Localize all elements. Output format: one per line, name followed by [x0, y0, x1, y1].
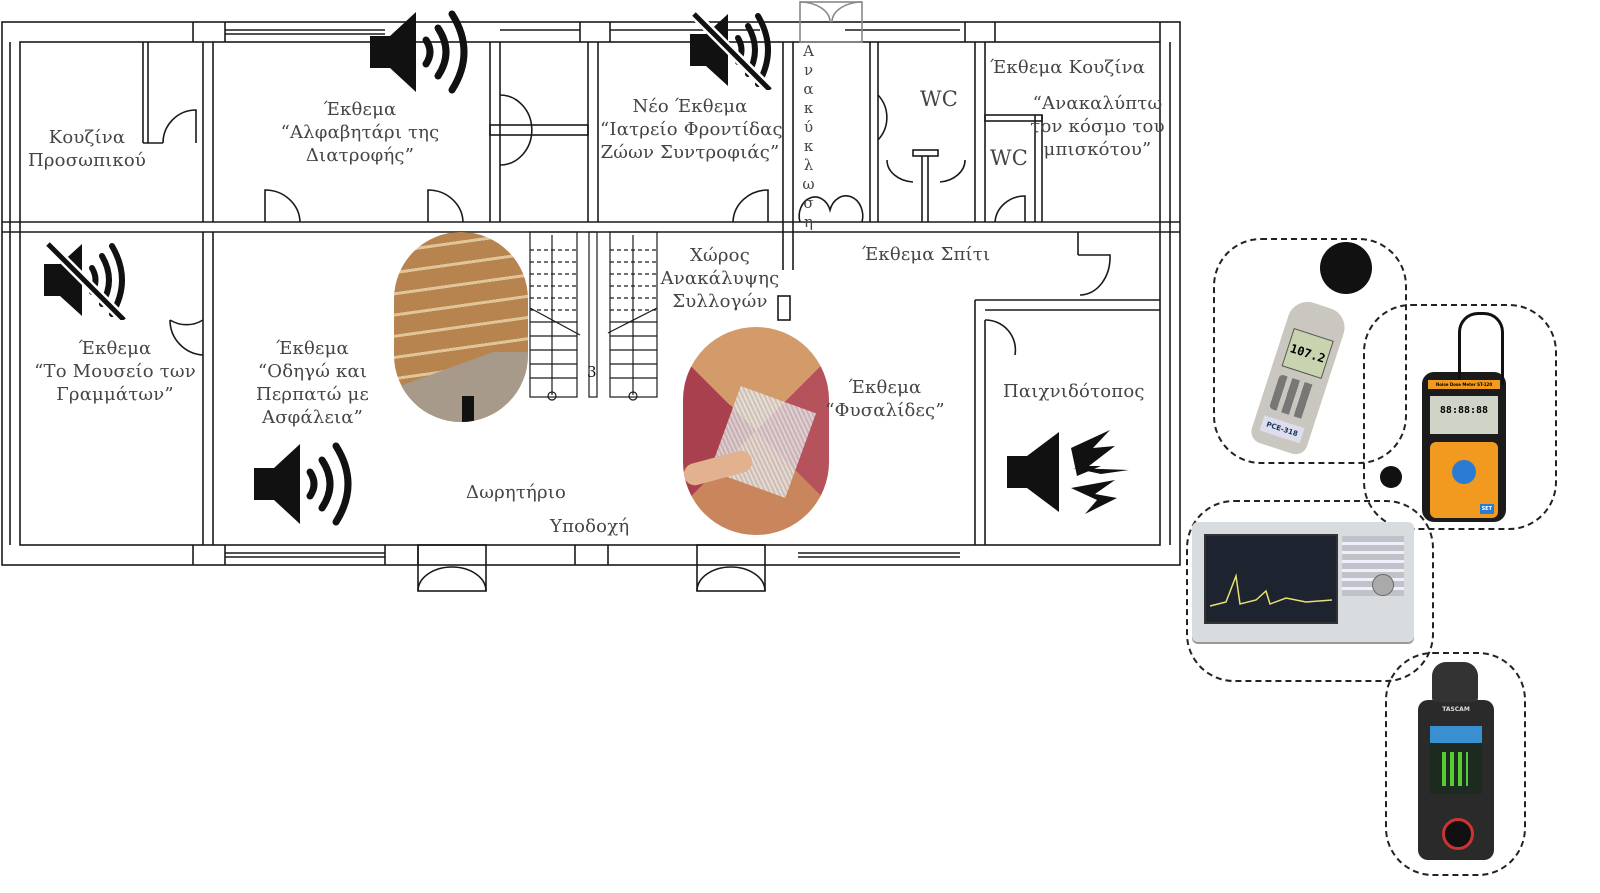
room-label-kitchen-exhibit: Έκθεμα Κουζίνα — [990, 57, 1146, 78]
room-label-gift-shop: Δωρητήριο — [466, 482, 567, 503]
room-label-wc: WC — [990, 146, 1029, 170]
room-label-bubbles: Έκθεμα “Φυσαλίδες” — [825, 376, 945, 422]
label-line: Έκθεμα — [848, 377, 922, 398]
label-line: Χώρος — [690, 245, 750, 266]
speaker-loud-icon — [254, 442, 352, 526]
label-line: “Ανακαλύπτω — [1032, 93, 1163, 114]
analyzer-knob — [1372, 574, 1394, 596]
cork-wall-photo — [394, 232, 528, 422]
room-label-road-safety: Έκθεμα “Οδηγώ και Περπατώ με Ασφάλεια” — [240, 337, 385, 429]
label-line: Διατροφής” — [305, 145, 415, 166]
label-line: Γραμμάτων” — [56, 384, 174, 405]
label-line: “Φυσαλίδες” — [825, 400, 945, 421]
label-line: τον κόσμο του — [1030, 116, 1165, 137]
room-label-playroom: Παιχνιδότοπος — [1003, 381, 1145, 402]
recorder-screen — [1430, 726, 1482, 794]
microphone-windscreen — [1320, 242, 1372, 294]
room-label-staff-kitchen: Κουζίνα Προσωπικού — [26, 126, 148, 172]
stair-mark: 3 — [587, 363, 597, 381]
spectrum-trace — [1209, 573, 1333, 607]
room-label-recycling: Ανακύκλωση — [799, 42, 818, 232]
speaker-muted-icon — [44, 240, 128, 320]
label-line: Συλλογών — [672, 291, 768, 312]
dose-meter-set: SET — [1479, 504, 1494, 514]
room-label-collections: Χώρος Ανακάλυψης Συλλογών — [655, 244, 785, 313]
analyzer-screen — [1204, 534, 1338, 624]
speaker-noise-icon — [1007, 430, 1129, 514]
recorder-mics — [1432, 662, 1478, 702]
spectrum-analyzer — [1192, 522, 1414, 642]
label-line: Κουζίνα — [48, 127, 126, 148]
room-label-alphabet: Έκθεμα “Αλφαβητάρι της Διατροφής” — [270, 98, 450, 167]
label-line: Έκθεμα — [276, 338, 349, 359]
label-line: Ζώων Συντροφιάς” — [600, 142, 780, 163]
acoustic-tile-photo — [683, 327, 829, 535]
label-line: “Ιατρείο Φροντίδας — [600, 119, 783, 140]
label-line: Έκθεμα — [78, 338, 152, 359]
dose-meter-cable — [1458, 312, 1504, 385]
device-frame-dose-meter — [1363, 304, 1557, 530]
label-line: Νέο Έκθεμα — [632, 96, 748, 117]
label-recycling-text: Ανακύκλωση — [799, 42, 818, 232]
room-label-wc: WC — [920, 87, 959, 111]
label-line: Προσωπικού — [28, 150, 146, 171]
meter-model: PCE-318 — [1259, 415, 1305, 444]
device-frame-spectrum-analyzer — [1186, 500, 1434, 682]
label-line: Έκθεμα — [323, 99, 397, 120]
room-label-reception: Υποδοχή — [550, 516, 630, 537]
noise-dose-meter: Noise Dose Meter ST-120 88:88:88 SET — [1422, 312, 1506, 522]
label-line: Ασφάλεια” — [262, 407, 363, 428]
lavalier-microphone — [1380, 466, 1402, 488]
room-label-vet: Νέο Έκθεμα “Ιατρείο Φροντίδας Ζώων Συντρ… — [600, 95, 783, 164]
label-line: “Το Μουσείο των — [34, 361, 196, 382]
dose-meter-keypad: SET — [1430, 442, 1498, 518]
label-line: “Αλφαβητάρι της — [280, 122, 440, 143]
label-line: “Οδηγώ και — [257, 361, 368, 382]
device-frame-recorder — [1385, 652, 1526, 876]
room-label-biscuit: “Ανακαλύπτω τον κόσμο του μπισκότου” — [1030, 92, 1165, 161]
label-line: Περπατώ με — [256, 384, 369, 405]
room-label-home: Έκθεμα Σπίτι — [862, 244, 991, 265]
label-line: Ανακάλυψης — [660, 268, 780, 289]
recorder-brand: TASCAM — [1442, 706, 1470, 713]
dose-meter-title: Noise Dose Meter ST-120 — [1428, 380, 1500, 389]
speaker-muted-icon — [690, 10, 774, 90]
speaker-loud-icon — [370, 10, 468, 94]
room-label-letters-museum: Έκθεμα “Το Μουσείο των Γραμμάτων” — [30, 337, 200, 406]
audio-recorder: TASCAM — [1418, 662, 1494, 860]
label-line: μπισκότου” — [1043, 139, 1152, 160]
dose-meter-screen: 88:88:88 — [1430, 396, 1498, 434]
meter-screen: 107.2 — [1281, 328, 1334, 380]
recorder-dial — [1442, 818, 1474, 850]
